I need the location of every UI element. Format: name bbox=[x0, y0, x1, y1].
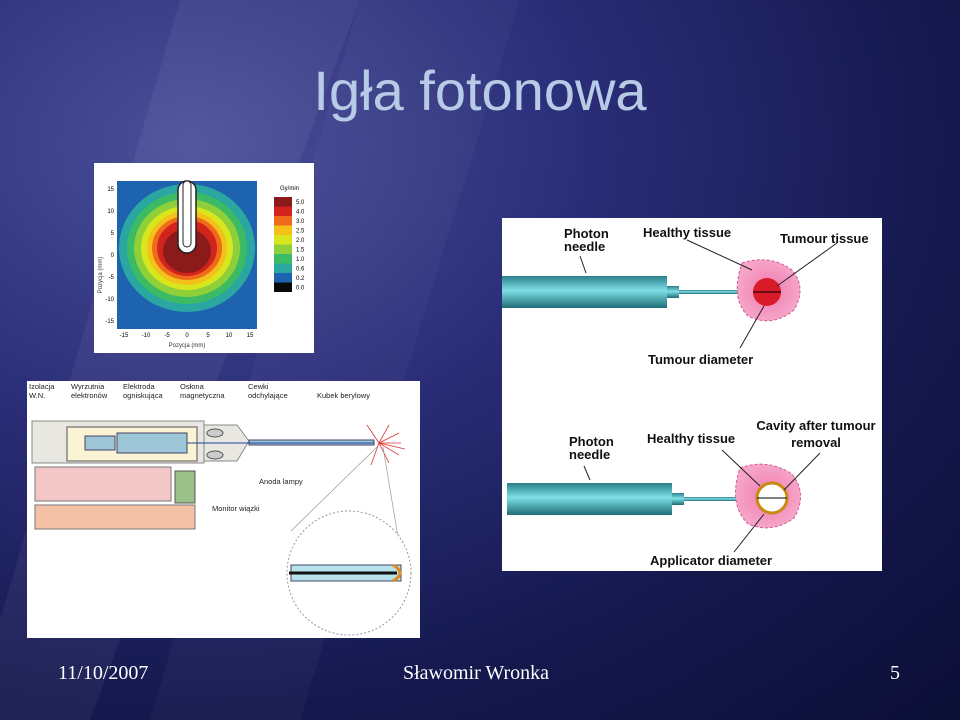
ytick: -10 bbox=[105, 297, 114, 303]
ytick: 15 bbox=[107, 187, 114, 193]
label-kubek: Kubek berylowy bbox=[317, 391, 370, 400]
footer-page-number: 5 bbox=[890, 662, 900, 684]
dose-map-yticks: 15 10 5 0 -5 -10 -15 bbox=[105, 187, 114, 325]
legend-level: 3.0 bbox=[296, 219, 305, 225]
top-healthy-tissue-label: Healthy tissue bbox=[643, 225, 731, 240]
bottom-healthy-tissue-label: Healthy tissue bbox=[647, 431, 735, 446]
legend-level: 5.0 bbox=[296, 200, 305, 206]
top-tumour-diameter-label: Tumour diameter bbox=[648, 352, 753, 367]
legend-swatch bbox=[274, 235, 292, 245]
legend-level: 1.5 bbox=[296, 248, 305, 254]
ytick: -15 bbox=[105, 319, 114, 325]
dose-legend: 5.0 4.0 3.0 2.5 2.0 1.5 1.0 0.6 0.2 0.0 bbox=[274, 197, 305, 292]
ytick: 0 bbox=[111, 253, 115, 259]
legend-swatch bbox=[274, 254, 292, 264]
legend-swatch bbox=[274, 263, 292, 273]
dose-map-xlabel: Pozycja (mm) bbox=[169, 343, 206, 349]
xtick: 15 bbox=[247, 333, 254, 339]
legend-swatch bbox=[274, 206, 292, 216]
legend-level: 0.0 bbox=[296, 286, 305, 292]
legend-swatch bbox=[274, 197, 292, 207]
ytick: 5 bbox=[111, 231, 115, 237]
xtick: 10 bbox=[226, 333, 233, 339]
dose-map-figure: Pozycja (mm) 15 10 5 0 -5 -10 -15 -15 bbox=[94, 163, 314, 353]
legend-level: 2.0 bbox=[296, 238, 305, 244]
legend-level: 0.6 bbox=[296, 267, 305, 273]
ytick: 10 bbox=[107, 209, 114, 215]
footer-author: Sławomir Wronka bbox=[403, 662, 550, 684]
label-monitor: Monitor wiązki bbox=[212, 504, 260, 513]
legend-swatch bbox=[274, 216, 292, 226]
legend-swatch bbox=[274, 225, 292, 235]
top-tumour-tissue-label: Tumour tissue bbox=[780, 231, 869, 246]
xtick: 0 bbox=[185, 333, 189, 339]
legend-swatch bbox=[274, 273, 292, 283]
label-anoda: Anoda lampy bbox=[259, 477, 303, 486]
dose-map-xticks: -15 -10 -5 0 5 10 15 bbox=[120, 333, 254, 339]
bottom-applicator-diameter-label: Applicator diameter bbox=[650, 553, 772, 568]
legend-level: 4.0 bbox=[296, 210, 305, 216]
dose-legend-title: Gy/min bbox=[280, 186, 299, 192]
xtick: -15 bbox=[120, 333, 129, 339]
legend-level: 0.2 bbox=[296, 276, 305, 282]
dose-map-ylabel: Pozycja (mm) bbox=[98, 257, 104, 294]
legend-level: 2.5 bbox=[296, 229, 305, 235]
dose-map-plot bbox=[117, 180, 257, 329]
legend-swatch bbox=[274, 282, 292, 292]
footer-date: 11/10/2007 bbox=[58, 662, 149, 684]
xtick: -5 bbox=[164, 333, 170, 339]
xtick: -10 bbox=[142, 333, 151, 339]
legend-level: 1.0 bbox=[296, 257, 305, 263]
legend-swatch bbox=[274, 244, 292, 254]
slide-title: Igła fotonowa bbox=[313, 59, 647, 122]
xtick: 5 bbox=[206, 333, 210, 339]
ytick: -5 bbox=[109, 275, 115, 281]
